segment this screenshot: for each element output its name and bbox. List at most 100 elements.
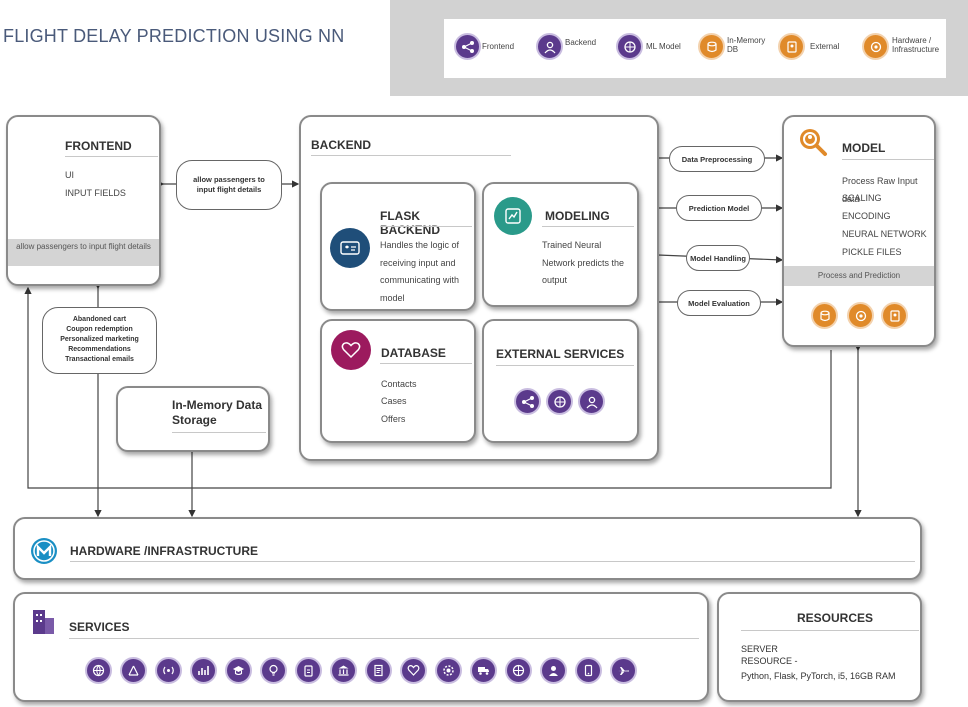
backend-panel: BACKEND FLASK BACKEND Handles the logic … xyxy=(299,115,659,461)
frontend-title-rule xyxy=(65,156,158,157)
service-gear-icon xyxy=(435,657,462,684)
service-bank-icon xyxy=(330,657,357,684)
flask-backend-card: FLASK BACKEND Handles the logic of recei… xyxy=(320,182,476,311)
legend-ml-model-icon xyxy=(616,33,643,60)
legend-ml-model-label: ML Model xyxy=(646,42,681,51)
service-document-icon xyxy=(365,657,392,684)
header-title-area: FLIGHT DELAY PREDICTION USING NN xyxy=(0,0,390,96)
service-mobile-icon xyxy=(575,657,602,684)
database-title: DATABASE xyxy=(381,346,446,360)
legend-box: Frontend Backend ML Model In-Memory DB E… xyxy=(444,19,946,78)
model-band: Process and Prediction xyxy=(784,266,934,286)
backend-title-rule xyxy=(311,155,511,156)
service-lightbulb-icon xyxy=(260,657,287,684)
frontend-item-ui: UI xyxy=(65,170,74,180)
diagram-title: FLIGHT DELAY PREDICTION USING NN xyxy=(3,26,345,46)
model-handling-pill: Model Handling xyxy=(686,245,750,271)
service-network-icon xyxy=(120,657,147,684)
hardware-title: HARDWARE /INFRASTRUCTURE xyxy=(70,544,258,558)
resources-line-server: SERVER xyxy=(741,644,778,654)
service-graduation-icon xyxy=(225,657,252,684)
model-title-rule xyxy=(842,159,934,160)
model-panel: MODEL Process Raw Input data SCALING ENC… xyxy=(782,115,936,347)
hardware-icon xyxy=(847,302,874,329)
legend-in-memory-label: In-Memory DB xyxy=(727,36,766,54)
model-item: Process Raw Input data xyxy=(842,176,918,204)
hardware-panel: HARDWARE /INFRASTRUCTURE xyxy=(13,517,922,580)
external-services-title: EXTERNAL SERVICES xyxy=(496,347,625,361)
service-globe-icon xyxy=(85,657,112,684)
database-user-icon xyxy=(811,302,838,329)
document-icon xyxy=(881,302,908,329)
flask-backend-title: FLASK BACKEND xyxy=(380,209,440,237)
database-item-cases: Cases xyxy=(381,396,407,406)
resources-title: RESOURCES xyxy=(797,611,874,625)
legend-backend-label: Backend xyxy=(565,38,597,47)
share-icon xyxy=(514,388,541,415)
legend-external-icon xyxy=(778,33,805,60)
services-rule xyxy=(69,638,699,639)
engagement-item: Personalized marketing xyxy=(60,336,139,343)
legend-frontend-icon xyxy=(454,33,481,60)
resources-rule xyxy=(741,630,919,631)
modeling-title: MODELING xyxy=(545,209,610,223)
frontend-panel: FRONTEND UI INPUT FIELDS allow passenger… xyxy=(6,115,161,286)
service-signal-icon xyxy=(155,657,182,684)
magnifier-icon xyxy=(797,126,829,158)
resources-line-label: RESOURCE - xyxy=(741,656,798,666)
legend-in-memory-icon xyxy=(698,33,725,60)
legend-hardware-label: Hardware / Infrastructure xyxy=(892,36,940,54)
modeling-card: MODELING Trained Neural Network predicts… xyxy=(482,182,639,307)
legend-frontend-label: Frontend xyxy=(482,42,515,51)
service-web-icon xyxy=(505,657,532,684)
data-preprocessing-pill: Data Preprocessing xyxy=(669,146,765,172)
model-item: SCALING xyxy=(842,193,882,203)
service-user-icon xyxy=(540,657,567,684)
modeling-text: Trained Neural Network predicts the outp… xyxy=(542,240,625,285)
engagement-item: Transactional emails xyxy=(65,356,134,363)
resources-line-spec: Python, Flask, PyTorch, i5, 16GB RAM xyxy=(741,671,896,681)
mulesoft-logo-icon xyxy=(30,537,58,565)
prediction-model-pill: Prediction Model xyxy=(676,195,762,221)
engagement-pill: Abandoned cart Coupon redemption Persona… xyxy=(42,307,157,374)
services-icon-row xyxy=(85,657,645,685)
model-evaluation-pill: Model Evaluation xyxy=(677,290,761,316)
engagement-item: Abandoned cart xyxy=(72,316,127,323)
engagement-item: Coupon redemption xyxy=(66,326,133,333)
engagement-item: Recommendations xyxy=(68,346,131,353)
user-gear-icon xyxy=(578,388,605,415)
external-services-rule xyxy=(496,365,634,366)
legend-hardware-icon xyxy=(862,33,889,60)
services-title: SERVICES xyxy=(69,620,130,634)
model-item: ENCODING xyxy=(842,211,891,221)
service-heart-icon xyxy=(400,657,427,684)
building-icon xyxy=(29,604,57,636)
chart-icon xyxy=(494,197,532,235)
frontend-item-input-fields: INPUT FIELDS xyxy=(65,188,126,198)
hardware-rule xyxy=(70,561,915,562)
brain-icon xyxy=(546,388,573,415)
resources-panel: RESOURCES SERVER RESOURCE - Python, Flas… xyxy=(717,592,922,702)
flask-backend-text: Handles the logic of receiving input and… xyxy=(380,240,460,303)
frontend-backend-link-pill: allow passengers to input flight details xyxy=(176,160,282,210)
in-memory-rule xyxy=(172,432,266,433)
frontend-title: FRONTEND xyxy=(65,139,132,153)
database-rule xyxy=(380,363,472,364)
id-card-icon xyxy=(330,228,370,268)
in-memory-panel: In-Memory Data Storage xyxy=(116,386,270,452)
service-chart-icon xyxy=(190,657,217,684)
model-title: MODEL xyxy=(842,141,886,155)
services-panel: SERVICES xyxy=(13,592,709,702)
database-item-contacts: Contacts xyxy=(381,379,417,389)
in-memory-title: In-Memory Data Storage xyxy=(172,398,263,427)
heart-icon xyxy=(331,330,371,370)
service-plane-icon xyxy=(610,657,637,684)
legend-external-label: External xyxy=(810,42,840,51)
service-clipboard-icon xyxy=(295,657,322,684)
database-card: DATABASE Contacts Cases Offers xyxy=(320,319,476,443)
header-legend-strip: Frontend Backend ML Model In-Memory DB E… xyxy=(390,0,968,96)
modeling-rule xyxy=(542,226,634,227)
model-item: PICKLE FILES xyxy=(842,247,902,257)
backend-title: BACKEND xyxy=(311,138,371,152)
legend-backend-icon xyxy=(536,33,563,60)
